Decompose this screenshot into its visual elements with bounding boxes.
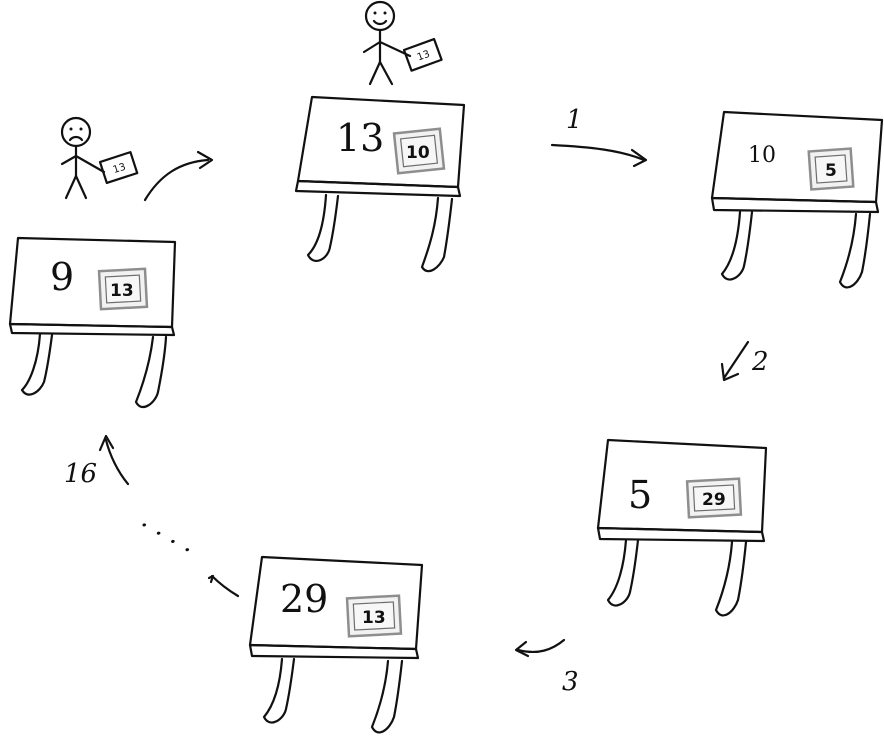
- arrow-step-3: [514, 638, 566, 658]
- arrow-step-1: [550, 143, 648, 168]
- desk-number: 13: [336, 116, 384, 160]
- desk-number: 9: [50, 255, 74, 299]
- desk-13: 13 10: [294, 95, 466, 273]
- desk-number: 5: [628, 473, 652, 517]
- card-number: 10: [406, 143, 430, 163]
- ellipsis-dots: . . . .: [137, 504, 202, 559]
- stick-figure-happy: 13: [362, 0, 443, 86]
- card-number: 13: [362, 608, 386, 628]
- card-number: 13: [110, 281, 134, 301]
- held-card: 13: [98, 151, 139, 185]
- arrow-step-16: [98, 434, 130, 486]
- step-label-2: 2: [751, 347, 769, 377]
- arrow-dotted-return: [207, 574, 240, 598]
- desk-5: 5 29: [596, 438, 768, 617]
- step-label-1: 1: [566, 105, 583, 135]
- card-number: 5: [825, 161, 837, 181]
- stick-figure-sad: 13: [60, 116, 139, 200]
- held-card: 13: [402, 37, 443, 72]
- step-label-3: 3: [562, 667, 579, 697]
- held-card-number: 13: [416, 49, 432, 64]
- arrow-step-2: [720, 340, 750, 382]
- desk-9: 9 13: [8, 236, 177, 409]
- desk-29: 29 13: [248, 555, 424, 734]
- desk-number: 10: [748, 143, 776, 168]
- step-label-16: 16: [64, 459, 97, 489]
- arrow-person-to-desk: [143, 150, 214, 202]
- desk-10: 10 5: [710, 110, 884, 289]
- desk-number: 29: [280, 577, 328, 621]
- held-card-number: 13: [112, 162, 128, 176]
- card-number: 29: [702, 490, 726, 510]
